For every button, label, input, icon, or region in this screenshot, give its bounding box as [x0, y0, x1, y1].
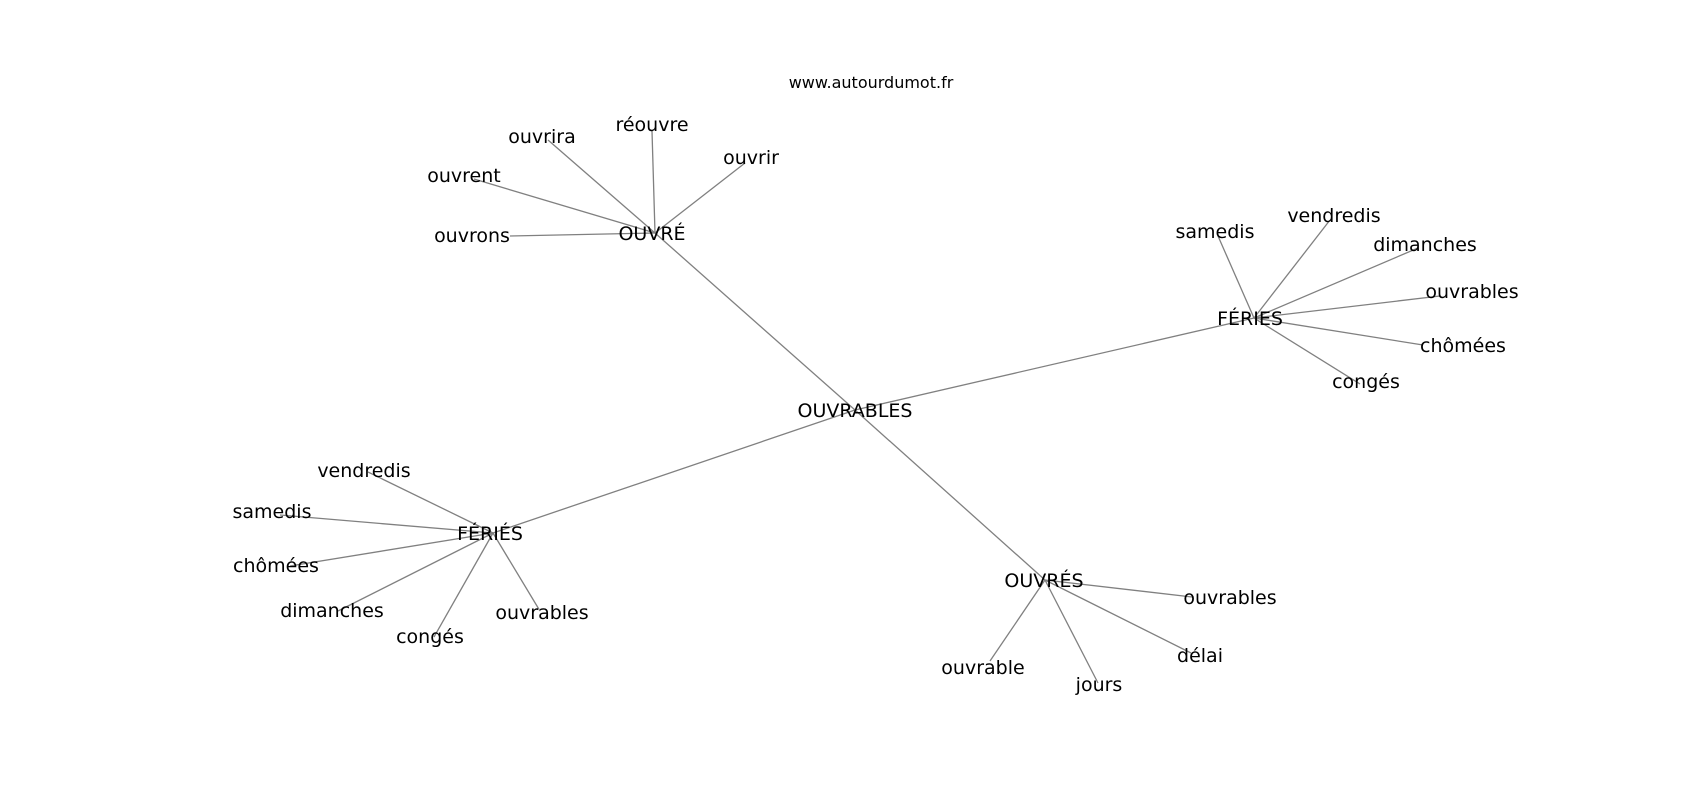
watermark-text: www.autourdumot.fr [789, 73, 954, 92]
edge-feries-right-leaf [1217, 235, 1255, 319]
edge-ouvre-leaf [473, 178, 656, 234]
edge-feries-right-leaf [1253, 247, 1419, 319]
leaf-node-label[interactable]: vendredis [317, 460, 410, 482]
edge-feries-left-leaf [337, 532, 494, 612]
edge-feries-left-leaf [492, 532, 541, 612]
edge-feries-right-leaf [1253, 219, 1331, 319]
hub-node-label-ouvre[interactable]: OUVRÉ [618, 222, 685, 245]
edge-ouvres-leaf [1044, 579, 1193, 598]
center-node-label[interactable]: OUVRABLES [798, 400, 913, 422]
edge-ouvres-leaf [989, 579, 1046, 662]
graph-edges [279, 130, 1441, 684]
edge-feries-right-leaf [1253, 317, 1361, 385]
edge-ouvres-leaf [1044, 579, 1099, 684]
hub-node-label-feries-left[interactable]: FÉRIÉS [457, 522, 523, 545]
edge-ouvre-leaf [509, 232, 656, 237]
edge-feries-left-leaf [279, 514, 494, 534]
leaf-node-label[interactable]: ouvrables [1425, 281, 1518, 303]
leaf-node-label[interactable]: ouvrira [508, 126, 575, 148]
leaf-node-label[interactable]: congés [396, 626, 464, 648]
edge-ouvre-leaf [651, 130, 656, 234]
leaf-node-label[interactable]: dimanches [1373, 234, 1477, 256]
leaf-node-label[interactable]: ouvrable [941, 657, 1024, 679]
hub-node-label-ouvres[interactable]: OUVRÉS [1004, 569, 1083, 592]
edge-feries-right-leaf [1253, 295, 1441, 319]
edge-center-feries-left [492, 409, 856, 534]
edge-center-feries-right [854, 317, 1255, 411]
leaf-node-label[interactable]: réouvre [615, 114, 688, 136]
edge-feries-left-leaf [367, 471, 494, 534]
edge-ouvre-leaf [547, 139, 656, 234]
graph-labels: OUVRABLES OUVRÉ ouvrira réouvre ouvrir ouvren… [233, 114, 1519, 696]
leaf-node-label[interactable]: vendredis [1287, 205, 1380, 227]
leaf-node-label[interactable]: ouvrables [1183, 587, 1276, 609]
hub-node-label-feries-right[interactable]: FÉRIES [1217, 307, 1283, 330]
edge-feries-left-leaf [433, 532, 494, 638]
edge-center-ouvres [854, 409, 1046, 581]
leaf-node-label[interactable]: congés [1332, 371, 1400, 393]
leaf-node-label[interactable]: ouvrir [723, 147, 779, 169]
edge-ouvre-leaf [654, 162, 746, 234]
leaf-node-label[interactable]: ouvrons [434, 225, 510, 247]
leaf-node-label[interactable]: samedis [233, 501, 312, 523]
leaf-node-label[interactable]: ouvrent [427, 165, 501, 187]
leaf-node-label[interactable]: chômées [233, 555, 319, 577]
edge-feries-left-leaf [289, 532, 494, 567]
leaf-node-label[interactable]: samedis [1176, 221, 1255, 243]
edge-feries-right-leaf [1253, 317, 1424, 346]
leaf-node-label[interactable]: dimanches [280, 600, 384, 622]
leaf-node-label[interactable]: jours [1075, 674, 1123, 696]
leaf-node-label[interactable]: délai [1177, 645, 1223, 667]
leaf-node-label[interactable]: ouvrables [495, 602, 588, 624]
leaf-node-label[interactable]: chômées [1420, 335, 1506, 357]
edge-center-ouvre [654, 232, 856, 411]
edge-ouvres-leaf [1044, 579, 1192, 654]
